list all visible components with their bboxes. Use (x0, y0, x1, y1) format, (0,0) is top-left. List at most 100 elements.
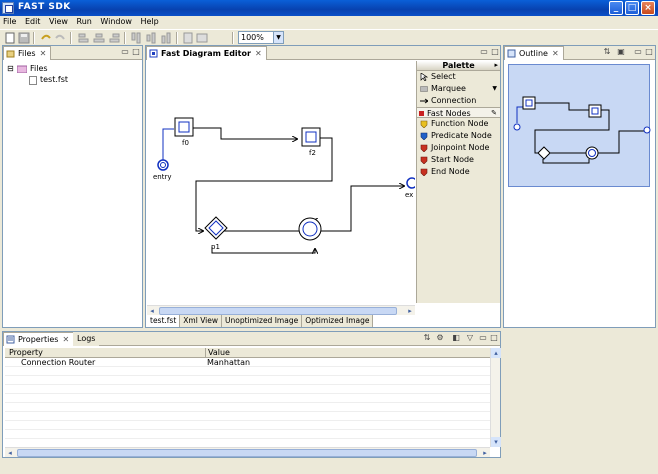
outline-overview-icon[interactable]: ▣ (617, 47, 625, 56)
maximize-view-icon[interactable]: □ (645, 47, 653, 56)
pin-icon[interactable]: ✎ (491, 109, 497, 117)
maximize-view-icon[interactable]: □ (132, 47, 140, 56)
collapse-icon[interactable]: ⊟ (7, 64, 14, 73)
function-node-f2[interactable] (301, 127, 321, 147)
align-left-icon[interactable] (78, 32, 90, 44)
align-middle-icon[interactable] (145, 32, 157, 44)
diagram-canvas[interactable]: f0 f2 entry p1 ex (147, 61, 418, 304)
menu-view[interactable]: View (48, 17, 68, 26)
connection-p1-join-alt[interactable] (211, 247, 315, 253)
align-top-icon[interactable] (130, 32, 142, 44)
save-icon[interactable] (18, 32, 30, 44)
scroll-right-icon[interactable]: ▸ (483, 449, 487, 457)
minimize-view-icon[interactable]: ▭ (479, 333, 487, 342)
start-node-entry[interactable] (157, 159, 169, 171)
redo-icon[interactable] (54, 32, 66, 44)
palette-tool-marquee[interactable]: Marquee ▼ (417, 83, 500, 95)
scrollbar-thumb[interactable] (17, 449, 477, 457)
minimize-view-icon[interactable]: ▭ (121, 47, 129, 56)
properties-vertical-scrollbar[interactable]: ▴ ▾ (490, 348, 501, 447)
filter-icon[interactable]: ⚙ (436, 333, 444, 342)
palette-node-label: Predicate Node (431, 131, 492, 140)
restore-default-icon[interactable]: ◧ (452, 333, 460, 342)
toolbar-separator (176, 32, 178, 44)
palette-node-function[interactable]: Function Node (417, 118, 500, 130)
connection-f2-p1[interactable] (195, 137, 333, 231)
tab-properties[interactable]: Properties✕ (3, 332, 75, 346)
end-node-exit[interactable] (406, 177, 418, 189)
connection-f0-f2[interactable] (192, 127, 297, 139)
connection-join-exit[interactable] (320, 186, 404, 232)
palette-collapse-icon[interactable]: ▸ (494, 61, 498, 69)
undo-icon[interactable] (40, 32, 52, 44)
chevron-down-icon[interactable]: ▼ (492, 85, 497, 92)
tab-xml-view[interactable]: Xml View (180, 315, 222, 327)
align-right-icon[interactable] (108, 32, 120, 44)
predicate-node-p1[interactable] (204, 216, 228, 240)
function-node-f0[interactable] (174, 117, 194, 137)
scroll-left-icon[interactable]: ◂ (8, 449, 12, 457)
connection-entry-f0[interactable] (162, 128, 174, 161)
palette-tool-connection[interactable]: Connection (417, 95, 500, 107)
scroll-right-icon[interactable]: ▸ (408, 307, 412, 315)
predicate-node-icon (420, 132, 428, 140)
match-width-icon[interactable] (182, 32, 194, 44)
menu-edit[interactable]: Edit (24, 17, 41, 26)
menu-window[interactable]: Window (100, 17, 132, 26)
new-file-icon[interactable] (4, 32, 16, 44)
close-icon[interactable]: ✕ (551, 49, 559, 58)
palette-node-joinpoint[interactable]: Joinpoint Node (417, 142, 500, 154)
tab-outline[interactable]: Outline✕ (504, 46, 564, 60)
property-value[interactable]: Manhattan (207, 358, 251, 367)
zoom-value: 100% (241, 33, 264, 42)
align-center-icon[interactable] (93, 32, 105, 44)
menu-help[interactable]: Help (140, 17, 159, 26)
palette: Palette ▸ Select Marquee ▼ Connection Fa… (416, 61, 500, 303)
menu-run[interactable]: Run (76, 17, 92, 26)
title-bar: FAST SDK _ □ × (0, 0, 658, 16)
match-height-icon[interactable] (196, 32, 208, 44)
table-row-empty (5, 376, 492, 385)
categories-icon[interactable]: ⇅ (423, 333, 431, 342)
maximize-button[interactable]: □ (625, 1, 639, 15)
minimize-button[interactable]: _ (609, 1, 623, 15)
close-icon[interactable]: ✕ (254, 49, 262, 58)
tab-test-fst[interactable]: test.fst (147, 315, 181, 327)
close-icon[interactable]: ✕ (62, 335, 70, 344)
palette-drawer-fast-nodes[interactable]: Fast Nodes ✎ (417, 107, 500, 118)
palette-tool-select[interactable]: Select (417, 71, 500, 83)
end-node-icon (420, 168, 428, 176)
close-icon[interactable]: ✕ (39, 49, 47, 58)
maximize-view-icon[interactable]: □ (491, 47, 499, 56)
tab-unoptimized-image[interactable]: Unoptimized Image (222, 315, 303, 327)
tab-fast-diagram-editor[interactable]: Fast Diagram Editor✕ (146, 46, 267, 60)
outline-tree-icon[interactable]: ⇅ (603, 47, 611, 56)
maximize-view-icon[interactable]: □ (490, 333, 498, 342)
column-header-property[interactable]: Property (9, 348, 43, 357)
tab-optimized-image[interactable]: Optimized Image (302, 315, 374, 327)
diagram-svg[interactable]: f0 f2 entry p1 ex (147, 61, 418, 304)
view-menu-icon[interactable]: ▽ (466, 333, 474, 342)
scroll-down-icon[interactable]: ▾ (491, 437, 501, 447)
tab-files[interactable]: Files✕ (3, 46, 52, 60)
joinpoint-node[interactable] (298, 217, 322, 241)
tab-logs[interactable]: Logs (73, 332, 100, 346)
minimize-view-icon[interactable]: ▭ (480, 47, 488, 56)
canvas-horizontal-scrollbar[interactable]: ◂ ▸ (147, 305, 415, 315)
minimize-view-icon[interactable]: ▭ (634, 47, 642, 56)
zoom-select[interactable]: 100% ▼ (238, 31, 284, 44)
palette-node-start[interactable]: Start Node (417, 154, 500, 166)
properties-horizontal-scrollbar[interactable]: ◂ ▸ (5, 447, 490, 457)
table-row[interactable]: Connection Router Manhattan (5, 358, 492, 367)
scroll-up-icon[interactable]: ▴ (491, 348, 501, 358)
align-bottom-icon[interactable] (160, 32, 172, 44)
column-header-value[interactable]: Value (205, 348, 230, 357)
palette-node-end[interactable]: End Node (417, 166, 500, 178)
menu-file[interactable]: File (3, 17, 17, 26)
palette-node-predicate[interactable]: Predicate Node (417, 130, 500, 142)
chevron-down-icon[interactable]: ▼ (273, 32, 283, 43)
close-button[interactable]: × (641, 1, 655, 15)
scrollbar-thumb[interactable] (159, 307, 397, 315)
outline-overview[interactable] (508, 64, 651, 187)
scroll-left-icon[interactable]: ◂ (150, 307, 154, 315)
